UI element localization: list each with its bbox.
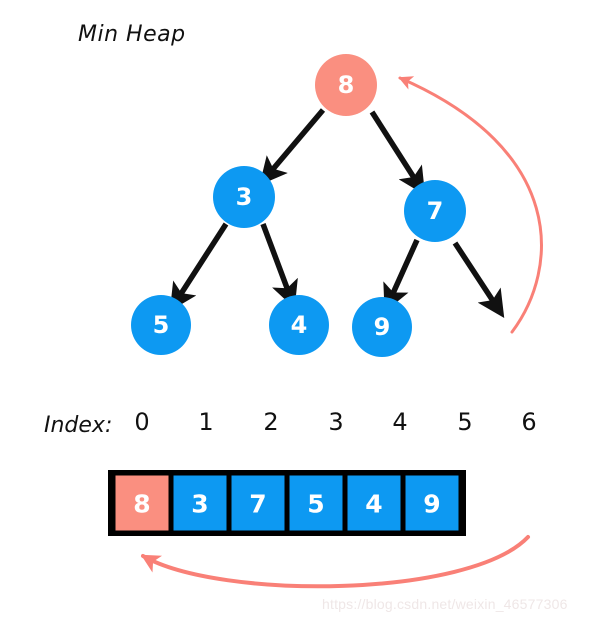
node-circle xyxy=(315,54,377,116)
node-value: 3 xyxy=(236,183,253,211)
tree-nodes: 8 3 7 5 4 9 xyxy=(131,54,466,357)
array-cell-1[interactable]: 3 xyxy=(173,475,227,531)
array-cell-4[interactable]: 4 xyxy=(347,475,401,531)
tree-edge-arrow xyxy=(169,222,229,312)
index-caption: Index: xyxy=(44,413,112,438)
index-label-2: 2 xyxy=(263,408,278,436)
node-circle xyxy=(269,295,329,355)
node-circle xyxy=(131,295,191,355)
index-row: Index: 0 1 2 3 4 5 6 xyxy=(44,408,537,438)
node-value: 7 xyxy=(427,197,444,225)
array-cell-value: 4 xyxy=(365,490,382,519)
index-label-3: 3 xyxy=(328,408,343,436)
tree-swap-arrow xyxy=(398,76,543,334)
page-title: Min Heap xyxy=(78,22,186,47)
index-label-6: 6 xyxy=(521,408,536,436)
array-cell-value: 5 xyxy=(307,490,324,519)
tree-node-4[interactable]: 4 xyxy=(269,295,329,355)
tree-edge-arrow xyxy=(260,223,298,309)
array-cell-fill xyxy=(405,475,459,531)
tree-edge-arrow xyxy=(369,110,426,196)
array-swap-arrow xyxy=(140,535,530,589)
index-label-5: 5 xyxy=(457,408,472,436)
node-circle xyxy=(352,297,412,357)
array-cell-fill xyxy=(347,475,401,531)
node-value: 4 xyxy=(291,311,308,339)
index-label-0: 0 xyxy=(134,408,149,436)
node-value: 9 xyxy=(374,313,391,341)
array-cell-fill xyxy=(231,475,285,531)
array-cell-3[interactable]: 5 xyxy=(289,475,343,531)
tree-edge-arrow xyxy=(452,241,505,319)
array-cell-fill xyxy=(173,475,227,531)
tree-node-9[interactable]: 9 xyxy=(352,297,412,357)
node-value: 8 xyxy=(338,71,355,99)
array-cell-5[interactable]: 9 xyxy=(405,475,459,531)
index-label-4: 4 xyxy=(392,408,407,436)
array-cell-fill xyxy=(289,475,343,531)
tree-edges xyxy=(169,108,505,319)
tree-node-8[interactable]: 8 xyxy=(315,54,377,116)
watermark-text: https://blog.csdn.net/weixin_46577306 xyxy=(322,596,568,612)
tree-edge-arrow xyxy=(259,108,326,186)
tree-node-5[interactable]: 5 xyxy=(131,295,191,355)
array-cell-0[interactable]: 8 xyxy=(115,475,169,531)
node-value: 5 xyxy=(153,311,170,339)
swap-arrows xyxy=(140,76,543,589)
node-circle xyxy=(213,166,275,228)
tree-node-3[interactable]: 3 xyxy=(213,166,275,228)
tree-edge-arrow xyxy=(383,238,420,313)
array-cell-value: 7 xyxy=(249,490,266,519)
node-circle xyxy=(404,180,466,242)
array-row: 8 3 7 5 4 9 xyxy=(108,470,466,536)
tree-node-7[interactable]: 7 xyxy=(404,180,466,242)
index-label-1: 1 xyxy=(198,408,213,436)
array-cell-fill xyxy=(115,475,169,531)
array-cell-value: 3 xyxy=(191,490,208,519)
array-cell-value: 9 xyxy=(423,490,440,519)
array-cell-value: 8 xyxy=(133,490,150,519)
array-cell-2[interactable]: 7 xyxy=(231,475,285,531)
